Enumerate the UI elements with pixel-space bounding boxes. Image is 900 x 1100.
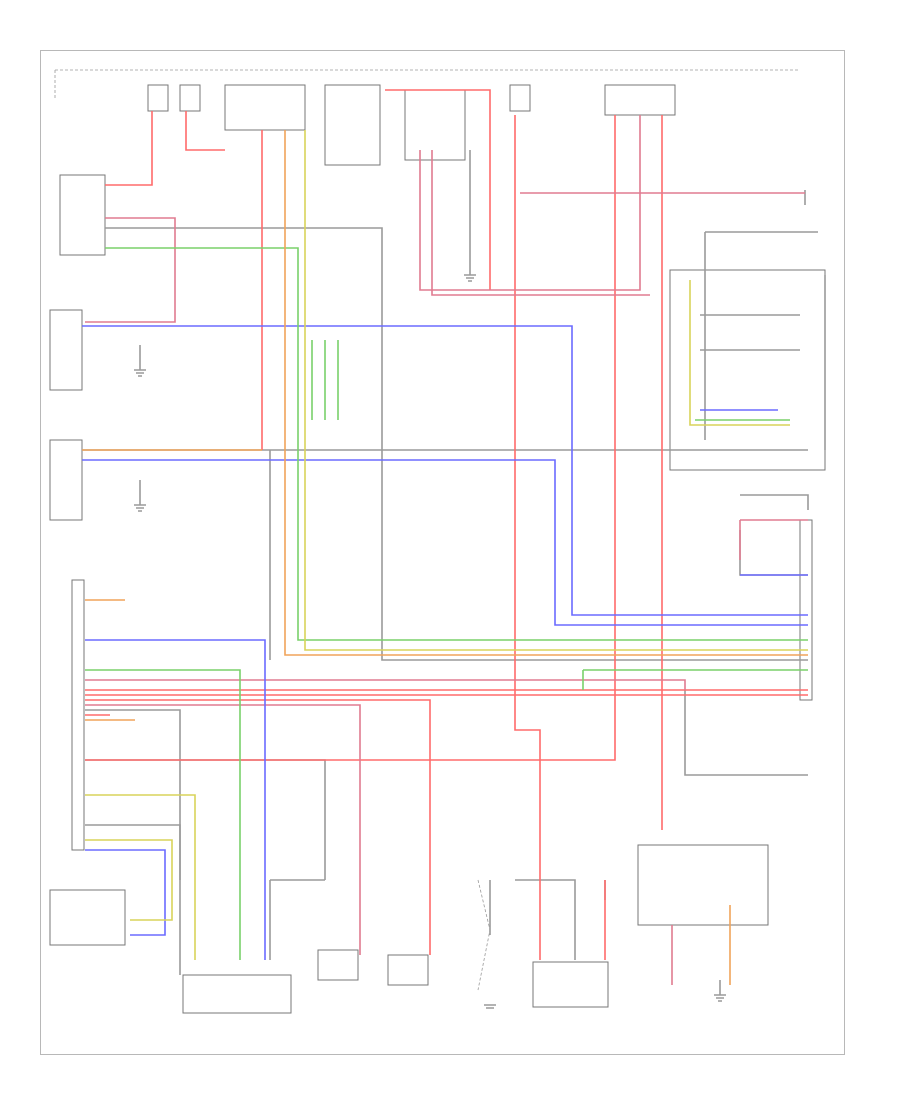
fuse-icon xyxy=(604,84,676,116)
switch-icon xyxy=(532,961,609,1008)
relay-icon xyxy=(404,89,466,161)
switch-icon xyxy=(49,309,83,391)
yellow-wires xyxy=(85,130,808,960)
ground-icon xyxy=(464,274,476,282)
diagram-frame xyxy=(40,50,845,1055)
fuse-icon xyxy=(179,84,201,112)
relay-icon xyxy=(669,269,826,471)
ground-symbols xyxy=(134,274,726,1009)
switch-icon xyxy=(59,174,106,256)
connector-icon xyxy=(799,519,813,701)
red-wires xyxy=(85,89,808,960)
relay-icon xyxy=(324,84,381,166)
ground-icon xyxy=(714,994,726,1002)
pressure-sensor-icon xyxy=(637,844,769,926)
top-bus-dashed xyxy=(54,69,800,100)
fuse-icon xyxy=(509,84,531,112)
relay-icon xyxy=(224,84,306,131)
bottom-components xyxy=(182,879,609,1014)
green-wires xyxy=(85,247,808,960)
pink-wires xyxy=(85,115,808,985)
connector-icon xyxy=(71,579,85,851)
ground-icon xyxy=(484,1004,496,1009)
motor-icon xyxy=(387,954,429,986)
motor-icon xyxy=(182,974,292,1014)
motor-icon xyxy=(49,889,126,946)
orange-wires xyxy=(82,130,808,985)
fuse-icon xyxy=(147,84,169,112)
ground-icon xyxy=(134,369,146,377)
switch-icon xyxy=(49,439,83,521)
motor-icon xyxy=(317,949,359,981)
left-components xyxy=(49,174,126,946)
ground-icon xyxy=(134,504,146,512)
blue-wires xyxy=(82,325,808,960)
top-fuses xyxy=(147,84,676,166)
right-components xyxy=(637,269,826,926)
